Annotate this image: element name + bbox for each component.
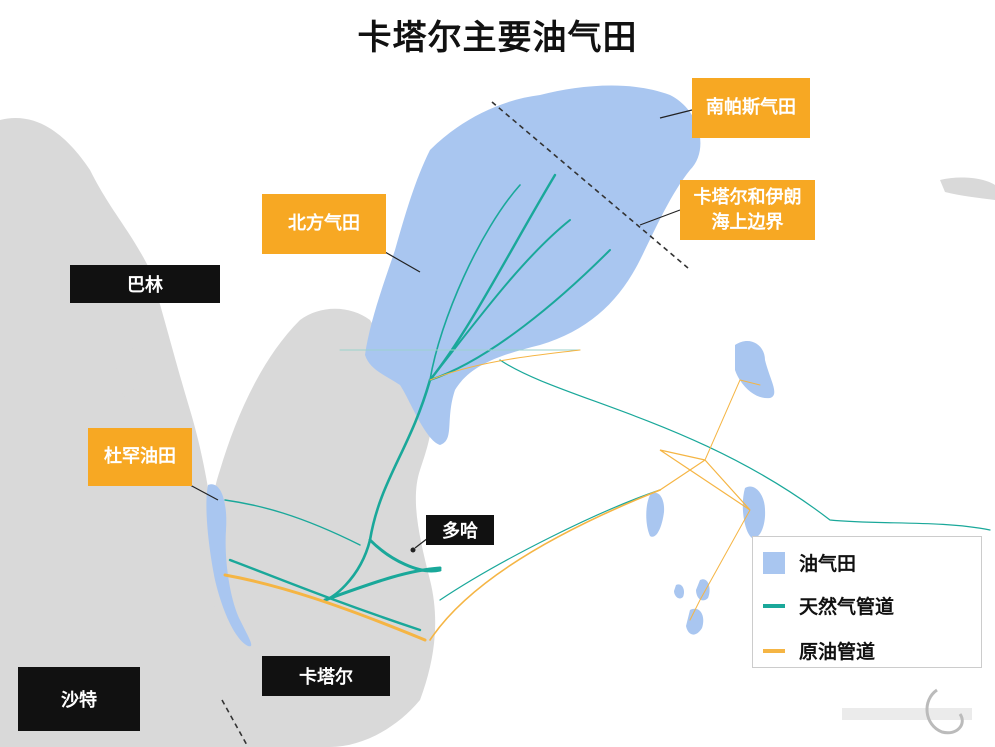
bahrain-land xyxy=(116,345,137,399)
watermark-logo xyxy=(842,688,972,735)
leader-south-pars xyxy=(659,109,693,119)
leader-doha xyxy=(414,537,429,549)
boundary-label: 卡塔尔和伊朗海上边界 xyxy=(680,180,815,240)
qatar-label: 卡塔尔 xyxy=(262,656,390,696)
legend-oil-label: 原油管道 xyxy=(799,641,876,663)
legend-item-oil: 原油管道 xyxy=(763,637,875,664)
doha-marker xyxy=(410,547,416,553)
dukhan-field-area xyxy=(206,484,252,647)
gas-line-swatch xyxy=(763,603,785,608)
maritime-boundary-line xyxy=(491,101,689,269)
legend-item-gas: 天然气管道 xyxy=(763,592,894,619)
legend: 油气田 天然气管道 原油管道 xyxy=(752,536,982,668)
offshore-field-1 xyxy=(735,340,775,399)
iran-land xyxy=(940,177,995,200)
doha-label: 多哈 xyxy=(426,515,494,545)
offshore-field-4 xyxy=(686,608,704,635)
south-pars-label: 南帕斯气田 xyxy=(692,78,810,138)
offshore-field-5 xyxy=(696,579,710,601)
dukhan-label: 杜罕油田 xyxy=(88,428,192,486)
legend-item-field: 油气田 xyxy=(763,549,856,576)
oil-pipelines xyxy=(223,349,761,642)
offshore-field-2 xyxy=(742,486,766,539)
leader-north-field xyxy=(384,251,421,273)
legend-gas-label: 天然气管道 xyxy=(799,596,895,618)
bahrain-label: 巴林 xyxy=(70,265,220,303)
gas-pipelines xyxy=(224,173,991,632)
offshore-field-6 xyxy=(674,584,685,599)
offshore-field-3 xyxy=(646,492,665,537)
leader-boundary xyxy=(639,209,681,226)
north-field-area xyxy=(365,85,701,445)
field-swatch xyxy=(763,551,785,574)
page-title: 卡塔尔主要油气田 xyxy=(357,18,638,58)
saudi-label: 沙特 xyxy=(18,667,140,731)
north-field-label: 北方气田 xyxy=(262,194,386,254)
leader-dukhan xyxy=(189,484,219,501)
legend-field-label: 油气田 xyxy=(799,553,857,575)
oil-line-swatch xyxy=(763,648,785,653)
